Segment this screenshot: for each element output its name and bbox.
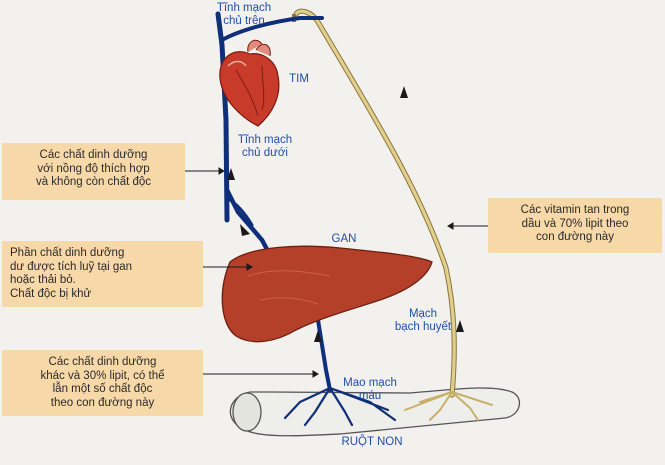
label-lymph-vessel: Mạch bạch huyết xyxy=(394,308,452,333)
label-inferior-vena-cava: Tĩnh mạch chủ dưới xyxy=(237,134,293,159)
heart xyxy=(219,39,280,127)
flow-arrows xyxy=(227,86,464,342)
arrow-up-portal xyxy=(314,330,322,342)
note-box-vitamin-lymph: Các vitamin tan trong dầu và 70% lipit t… xyxy=(488,198,662,253)
note-box-nutrients-clean: Các chất dinh dưỡng với nồng độ thích hợ… xyxy=(2,143,185,200)
arrow-up-ivc xyxy=(227,168,235,180)
label-small-intestine: RUỘT NON xyxy=(341,436,403,448)
arrow-to-vein xyxy=(240,224,250,236)
liver xyxy=(221,245,433,343)
arrow-up-lymph-bottom xyxy=(456,320,464,332)
note-box-lipid-blood: Các chất dinh dưỡng khác và 30% lipit, c… xyxy=(2,350,203,416)
label-superior-vena-cava: Tĩnh mạch chủ trên xyxy=(216,2,272,27)
arrow-up-lymph-top xyxy=(400,86,408,98)
label-capillary: Mao mạch máu xyxy=(343,377,397,402)
pointer-lines xyxy=(185,167,488,378)
label-heart: TIM xyxy=(289,73,309,85)
label-liver: GAN xyxy=(331,233,357,245)
note-box-liver-storage: Phần chất dinh dưỡng dư được tích luỹ tạ… xyxy=(2,241,203,307)
